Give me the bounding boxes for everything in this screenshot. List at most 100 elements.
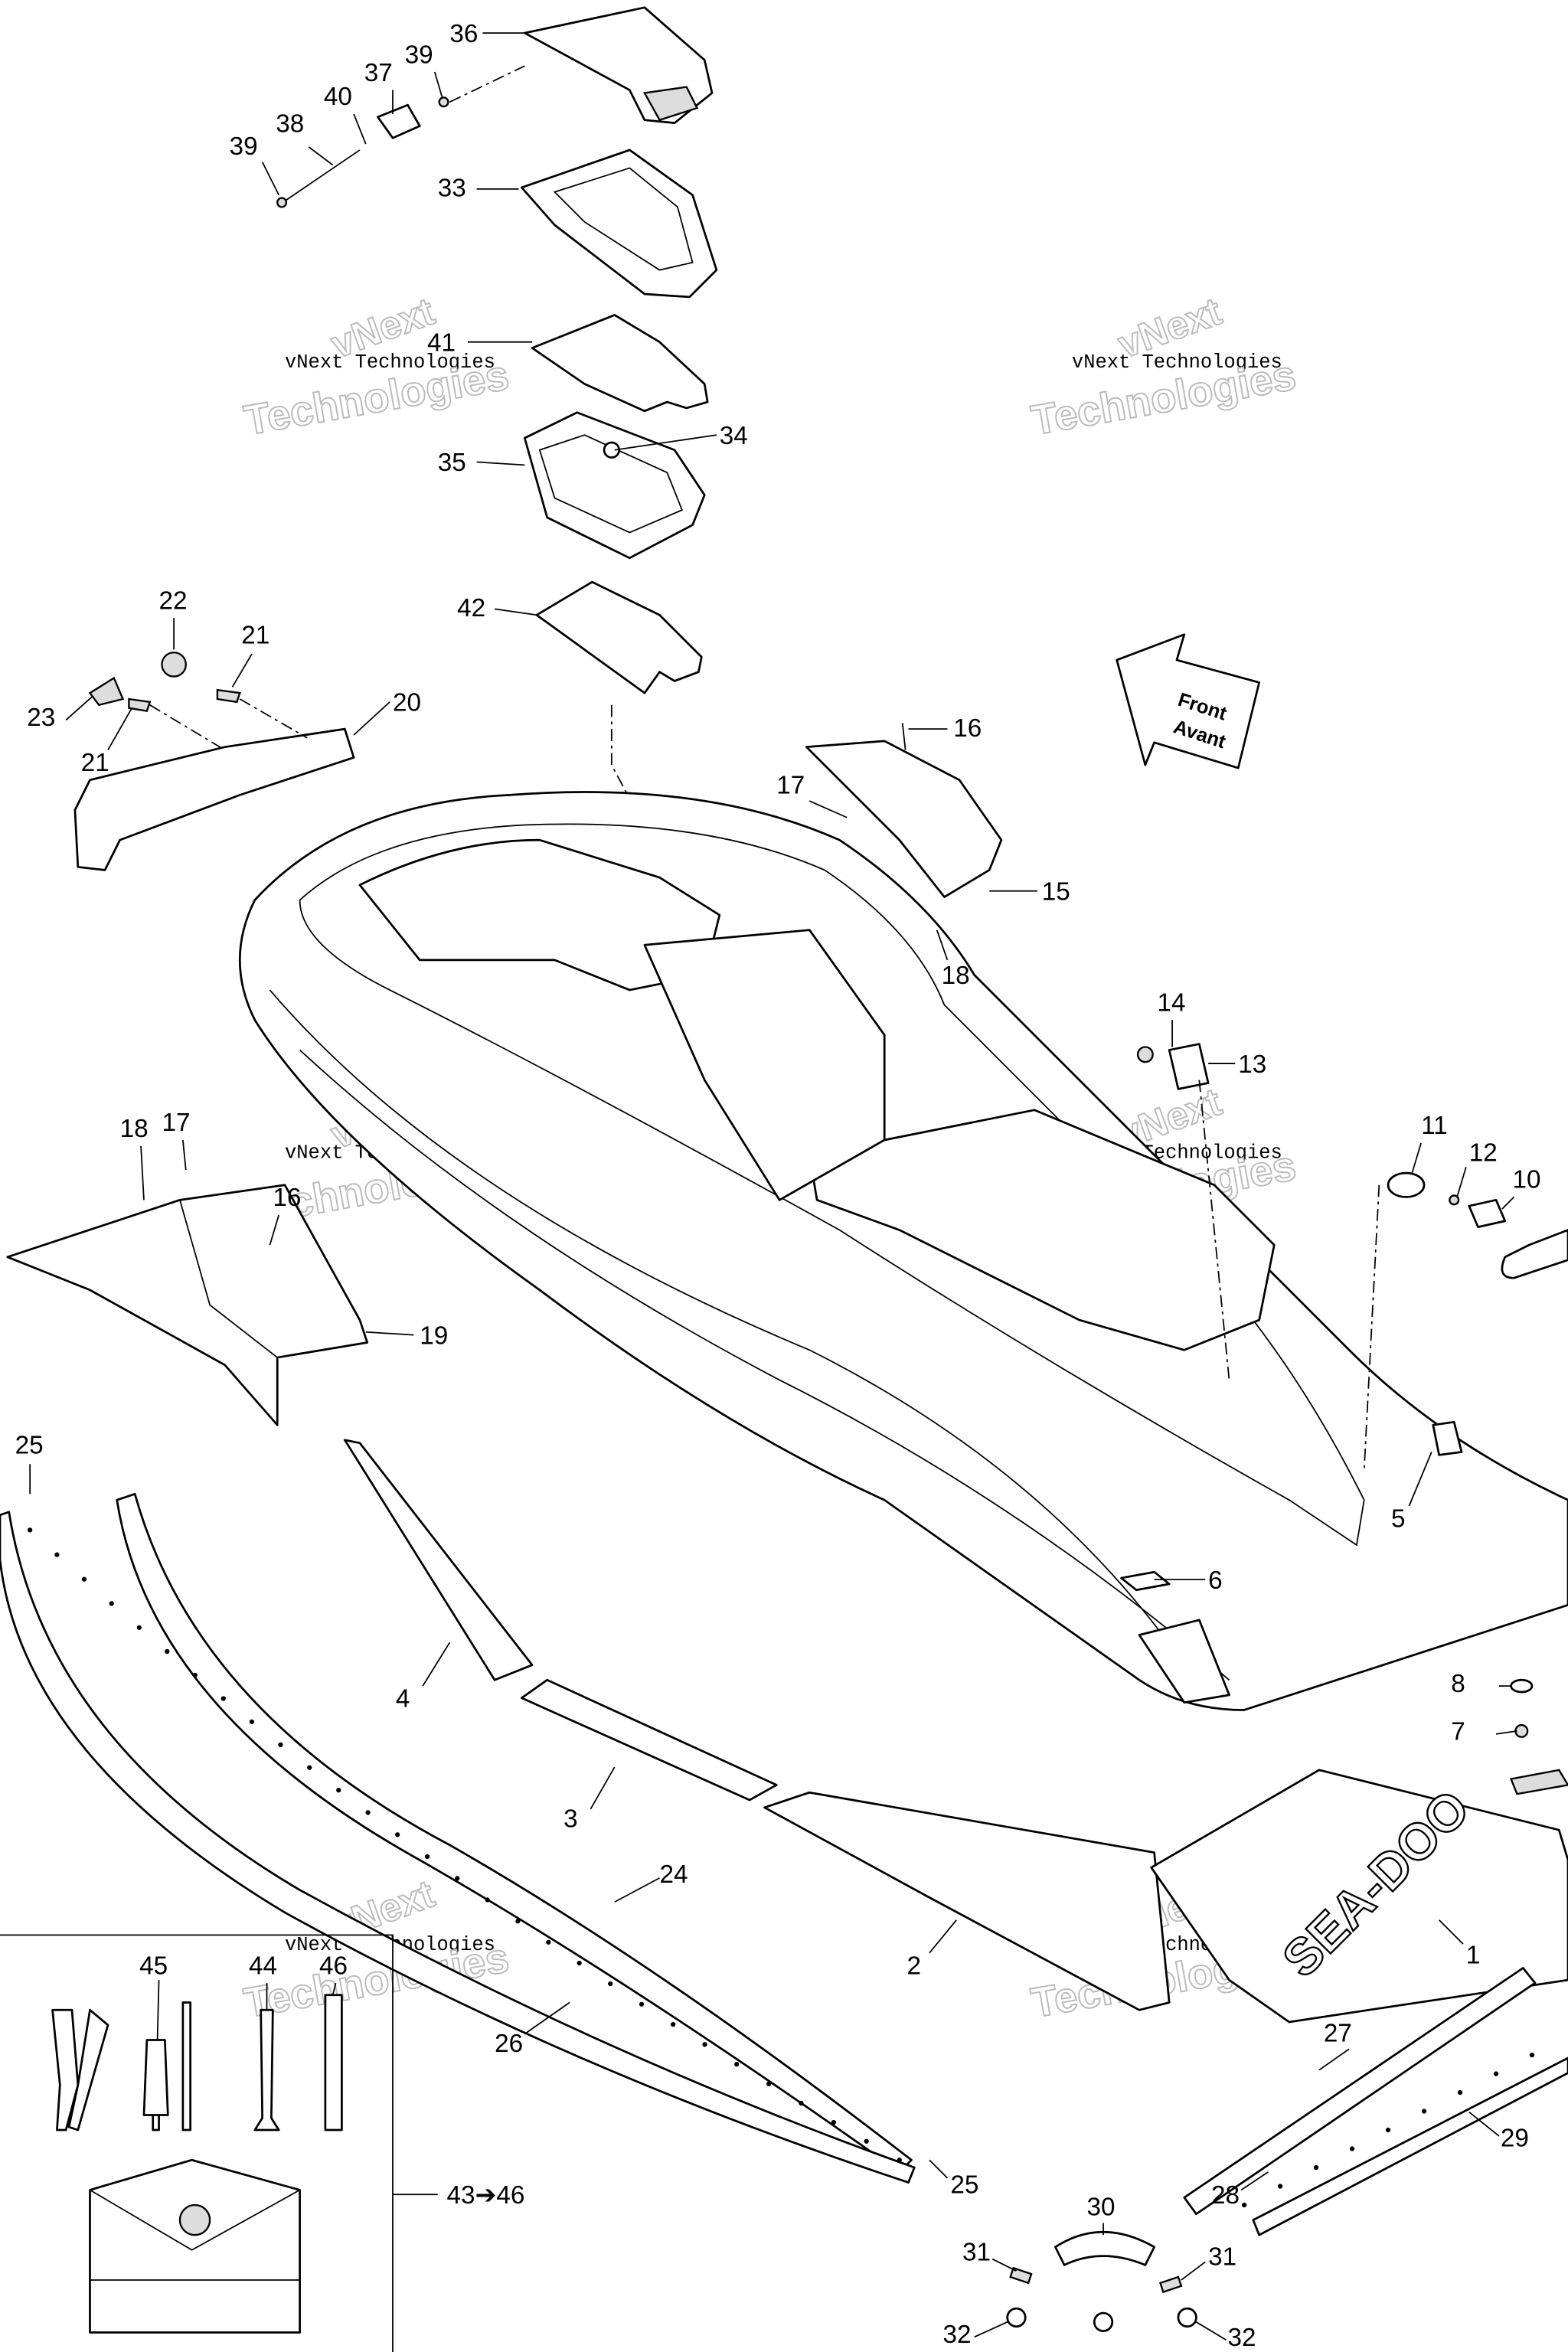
- callout-leader-line: [1408, 1452, 1432, 1507]
- callout-labels: 3637394038393341343542222123212016171518…: [15, 20, 1541, 2352]
- callout-25: 25: [950, 2171, 978, 2199]
- wrench-icon: [253, 2008, 280, 2132]
- callout-leader-line: [65, 695, 93, 721]
- rivets-left: [28, 1527, 902, 2163]
- rivet-dot: [546, 1939, 551, 1945]
- part-22-nut: [161, 652, 187, 678]
- deck-inner-contour: [299, 823, 1365, 1547]
- part-32-insert-center: [1093, 2311, 1114, 2332]
- tool-bag-logo-icon: [178, 2203, 211, 2236]
- callout-leader-line: [1240, 2171, 1269, 2191]
- callout-37: 37: [364, 59, 393, 87]
- callout-31: 31: [1208, 2243, 1236, 2271]
- part-20-grab-handle: [74, 727, 355, 871]
- part-5-decal: [1432, 1420, 1463, 1456]
- callout-41: 41: [427, 328, 456, 357]
- callout-leader-line: [1468, 2111, 1500, 2137]
- callout-42: 42: [457, 594, 485, 622]
- callout-13: 13: [1238, 1050, 1266, 1079]
- part-29-bumper-right: [1252, 2056, 1568, 2236]
- bumper-end-right: [1509, 1769, 1568, 1795]
- rivet-dot: [109, 1601, 114, 1606]
- part-33-frame-inner: [553, 167, 694, 271]
- callout-18: 18: [942, 962, 970, 990]
- part-38-rod: [284, 149, 361, 202]
- rivet-dot: [165, 1648, 170, 1655]
- callout-36: 36: [449, 20, 478, 48]
- rivet-dot: [864, 2138, 869, 2144]
- rivet-dot: [1241, 2202, 1247, 2208]
- callout-34: 34: [720, 422, 748, 450]
- part-39-pin-b: [438, 96, 449, 108]
- callout-leader-line: [181, 1139, 187, 1171]
- axis-line-bracket: [1198, 1080, 1230, 1380]
- watermark-small: vNext Technologies: [1072, 351, 1282, 374]
- callout-29: 29: [1501, 2125, 1529, 2153]
- callout-leader-line: [1438, 1919, 1464, 1945]
- rivet-dot: [1493, 2071, 1499, 2076]
- part-6-decal: [1120, 1570, 1171, 1592]
- callout-39: 39: [230, 132, 258, 161]
- callout-18: 18: [120, 1115, 149, 1143]
- callout-25: 25: [15, 1431, 44, 1459]
- part-39-pin: [276, 197, 288, 208]
- callout-leader-line: [929, 2159, 949, 2179]
- axis-line-handle: [149, 698, 308, 751]
- rivet-dot: [639, 2001, 645, 2007]
- part-32-insert-left: [1006, 2307, 1027, 2328]
- callout-leader-line: [353, 701, 390, 736]
- spark-plug-wrench-icon: [324, 1994, 343, 2132]
- callout-46: 46: [319, 1952, 348, 1980]
- part-23-clip: [88, 676, 125, 707]
- part-19-side-panel-left: [6, 1184, 369, 1426]
- callout-16: 16: [273, 1184, 301, 1212]
- callout-leader-line: [1411, 1142, 1422, 1174]
- callout-3: 3: [564, 1805, 578, 1833]
- callout-leader-line: [231, 653, 253, 688]
- callout-44: 44: [249, 1952, 277, 1980]
- tool-bag-icon: [89, 2158, 301, 2334]
- footwell: [808, 1109, 1276, 1351]
- callout-leader-line: [614, 1877, 660, 1903]
- callout-45: 45: [139, 1952, 168, 1980]
- rivet-dot: [136, 1625, 142, 1630]
- callout-leader-line: [936, 929, 949, 961]
- part-13-bracket: [1168, 1043, 1210, 1090]
- callout-14: 14: [1158, 988, 1186, 1017]
- callout-leader-line: [1495, 1730, 1517, 1735]
- part-14-nut: [1136, 1046, 1154, 1063]
- callout-38: 38: [276, 109, 304, 138]
- callout-leader-line: [261, 162, 279, 196]
- rivet-dot: [28, 1527, 33, 1533]
- callout-24: 24: [659, 1860, 688, 1889]
- part-11-plate: [1387, 1171, 1426, 1198]
- part-35-bin-inner: [538, 434, 683, 534]
- part-21-screw-b: [128, 697, 152, 712]
- tool-kit-label: 43➔46: [446, 2181, 524, 2210]
- part-27-rail-right: [1183, 1967, 1537, 2216]
- hull-chine-line: [299, 1049, 1230, 1681]
- console-column: [643, 929, 886, 1201]
- callout-leader-line: [494, 608, 537, 616]
- callout-leader-line: [308, 146, 334, 166]
- part-42-seal: [535, 580, 703, 694]
- callout-1: 1: [1466, 1942, 1481, 1970]
- callout-6: 6: [1208, 1566, 1223, 1595]
- callout-leader-line: [1195, 2321, 1227, 2341]
- part-41-gasket: [531, 314, 709, 413]
- rivet-dot: [897, 2158, 902, 2163]
- rivet-dot: [1313, 2164, 1319, 2171]
- callout-leader-line: [433, 71, 443, 98]
- callout-23: 23: [27, 704, 55, 732]
- callout-leader-line: [476, 461, 525, 466]
- part-21-screw: [216, 688, 241, 704]
- callout-leader-line: [808, 800, 848, 818]
- part-31-screw-right: [1158, 2275, 1183, 2294]
- rivet-dot: [766, 2081, 772, 2086]
- u-bolt: [1501, 1229, 1568, 1279]
- rivet-dot: [577, 1960, 582, 1966]
- rivet-dot: [336, 1788, 341, 1793]
- rivet-dot: [1349, 2146, 1355, 2151]
- rivets-right: [1241, 2052, 1535, 2208]
- rivet-dot: [1385, 2127, 1391, 2133]
